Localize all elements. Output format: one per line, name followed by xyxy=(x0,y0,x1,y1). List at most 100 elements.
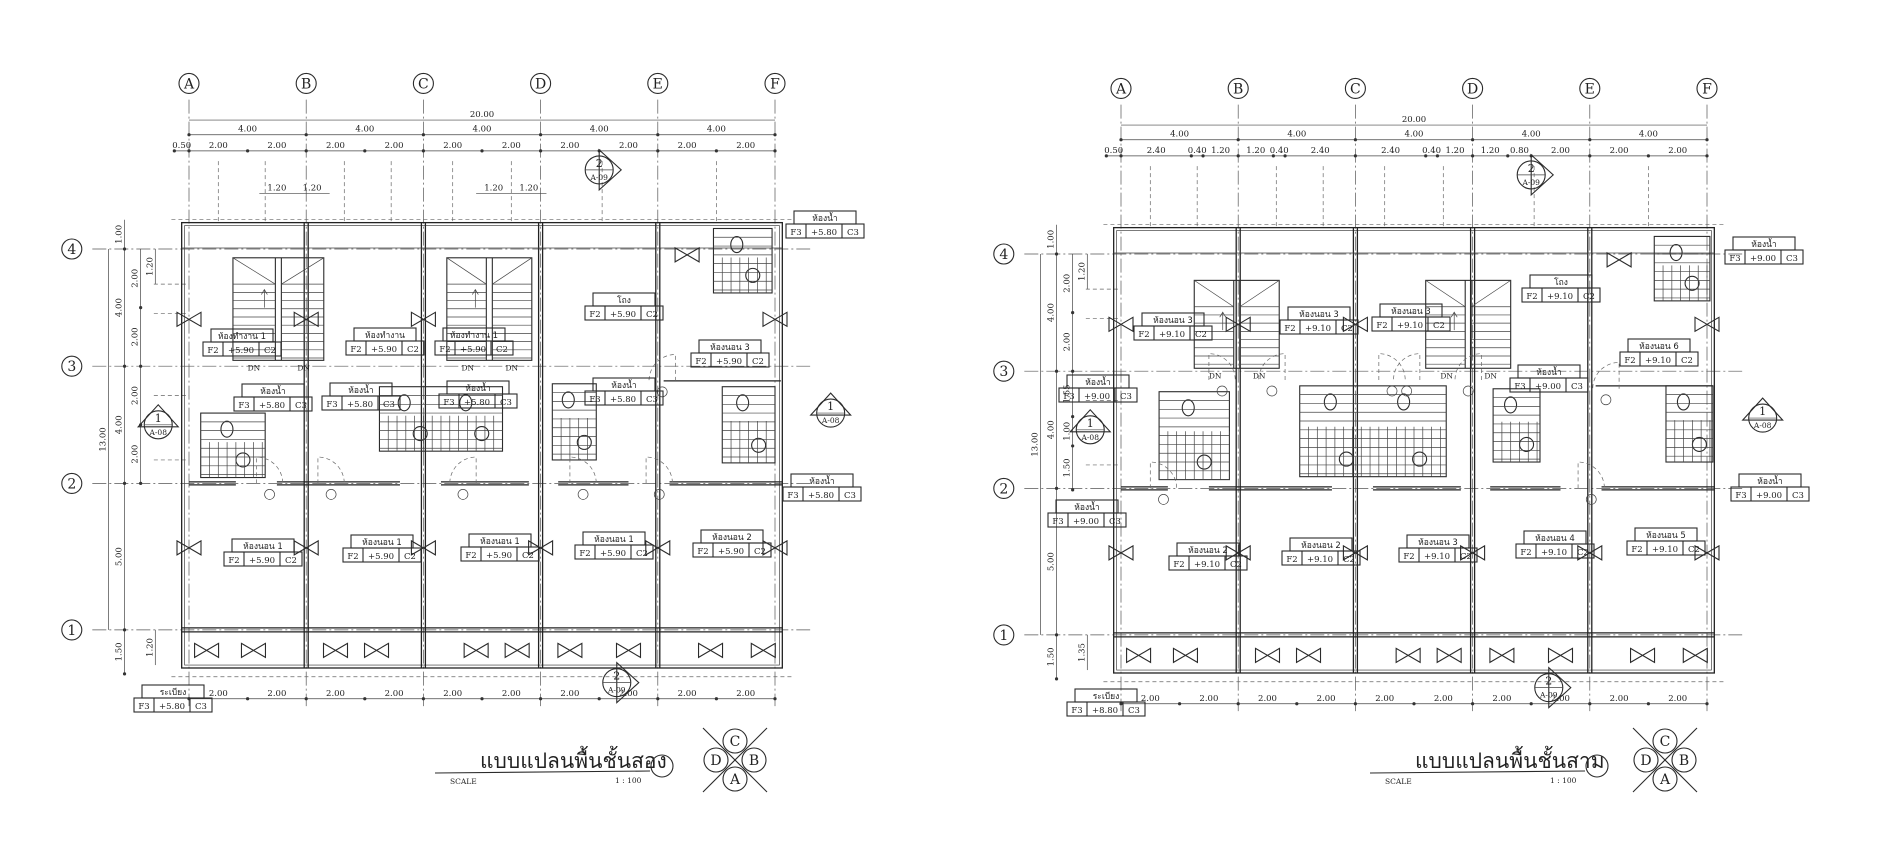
room-ceiling-finish: C2 xyxy=(1341,324,1353,334)
sub-dimension-value: 2.00 xyxy=(502,141,521,151)
key-plan-bubble-D xyxy=(703,747,729,773)
door-swing-icon xyxy=(1149,461,1178,489)
room-ceiling-finish: C3 xyxy=(844,491,856,501)
window-marker-icon xyxy=(762,311,788,328)
window-marker-icon xyxy=(240,642,267,659)
depth-dimension-value: 1.00 xyxy=(115,225,125,244)
room-name: ห้องน้ำ xyxy=(812,212,837,224)
bottom-dimension-value: 2.00 xyxy=(326,689,345,699)
dim-tick xyxy=(1705,138,1709,142)
bathroom-outline xyxy=(1653,235,1711,302)
grid-bubble-row-4 xyxy=(61,238,83,260)
grid-bubble-C xyxy=(412,72,434,95)
room-floor-level: +5.80 xyxy=(347,400,373,410)
room-ceiling-finish: C2 xyxy=(1195,330,1207,340)
dim-tick xyxy=(773,149,777,153)
window-marker-icon xyxy=(1295,647,1322,664)
key-plan-label-B: B xyxy=(749,753,759,769)
dim-tick xyxy=(172,149,176,153)
grid-bubble-row-3 xyxy=(61,355,83,377)
bottom-dimension-value: 2.00 xyxy=(678,689,697,699)
plan-title: แบบแปลนพื้นชั้นสอง xyxy=(480,746,667,773)
room-name: ห้องน้ำ xyxy=(260,385,285,397)
room-spec-box xyxy=(1168,555,1248,571)
room-name: ห้องทำงาน xyxy=(365,330,405,341)
room-spec-box xyxy=(133,697,213,713)
room-ceiling-finish: C2 xyxy=(636,549,648,559)
toilet-icon xyxy=(561,391,575,409)
room-ceiling-finish: C2 xyxy=(754,547,766,557)
stair-landing-diagonal xyxy=(1425,280,1466,308)
depth-dimension-value: 4.00 xyxy=(115,415,125,434)
sub-dimension-value: 2.00 xyxy=(1668,146,1687,156)
room-name: ห้องนอน 1 xyxy=(362,537,402,548)
dim-tick xyxy=(1588,138,1592,142)
room-spec-box xyxy=(1521,287,1601,303)
stair-outline xyxy=(1193,279,1280,369)
room-floor-level: +5.90 xyxy=(368,552,394,562)
room-floor-finish: F3 xyxy=(1735,491,1746,501)
dim-tick xyxy=(1529,702,1533,706)
sub-dimension-value: 0.40 xyxy=(1188,146,1207,156)
toilet-icon xyxy=(1504,396,1518,414)
room-floor-finish: F2 xyxy=(579,549,590,559)
grid-label-E: E xyxy=(653,76,663,92)
door-swing-icon xyxy=(1454,353,1482,380)
door-tag-icon xyxy=(1401,385,1413,397)
bottom-dimension-value: 2.00 xyxy=(1610,694,1629,704)
room-spec-box xyxy=(1619,351,1699,367)
grid-bubble-A xyxy=(1110,77,1132,100)
room-ceiling-finish: C2 xyxy=(407,345,419,355)
room-name: ห้องนอน 1 xyxy=(594,534,634,545)
room-spec-box xyxy=(233,396,313,412)
dim-tick xyxy=(421,697,425,701)
dim-tick xyxy=(539,133,543,137)
sub-dimension-value: 0.40 xyxy=(1422,146,1441,156)
room-floor-finish: F3 xyxy=(589,395,600,405)
toilet-icon xyxy=(220,420,234,438)
dim-tick xyxy=(656,697,660,701)
plan-title: แบบแปลนพื้นชั้นสาม xyxy=(1415,746,1605,773)
window-marker-icon xyxy=(463,642,489,659)
room-floor-finish: F2 xyxy=(1631,545,1642,555)
bay-dimension-value: 4.00 xyxy=(238,125,257,135)
grid-label-row-2: 2 xyxy=(999,481,1008,497)
section-number: 2 xyxy=(613,670,620,683)
room-spec-box xyxy=(202,341,282,357)
bottom-dimension-value: 2.00 xyxy=(1492,694,1511,704)
room-floor-finish: F3 xyxy=(1063,392,1074,402)
room-floor-finish: F3 xyxy=(790,228,801,238)
door-swing-icon xyxy=(317,456,345,484)
door-tag-icon xyxy=(1158,494,1169,505)
section-number: 1 xyxy=(1087,417,1094,430)
door-tag-icon xyxy=(1600,394,1612,406)
stair-landing-diagonal xyxy=(1194,280,1234,308)
room-spec-box xyxy=(785,223,865,239)
dim-tick xyxy=(1588,702,1592,706)
window-marker-icon xyxy=(1436,647,1462,664)
stair-landing-diagonal xyxy=(281,257,324,285)
window-marker-icon xyxy=(1395,647,1421,664)
door-swing-icon xyxy=(1378,353,1406,380)
dim-tick xyxy=(246,697,250,701)
bathroom-outline xyxy=(1665,385,1714,463)
dim-tick xyxy=(1646,702,1650,706)
room-spec-box xyxy=(692,542,772,558)
sub-dimension-value: 2.00 xyxy=(678,141,697,151)
sub-dimension-value: 1.20 xyxy=(1446,146,1465,156)
dim-tick xyxy=(1071,415,1075,419)
room-spec-box xyxy=(584,305,664,321)
section-sheet: A-09 xyxy=(1539,691,1558,700)
dim-tick xyxy=(1201,154,1205,158)
door-tag-icon xyxy=(656,386,668,398)
window-marker-icon xyxy=(1694,316,1720,333)
room-name: ห้องนอน 2 xyxy=(712,532,752,543)
depth-dimension-value: 1.50 xyxy=(115,642,125,661)
room-ceiling-finish: C2 xyxy=(1230,560,1242,570)
